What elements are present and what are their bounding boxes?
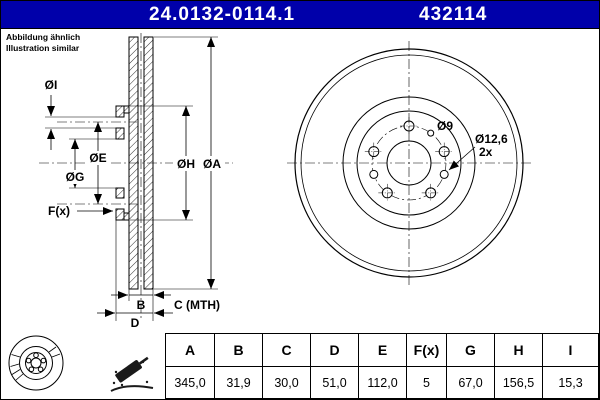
table-value-a: 345,0	[166, 366, 214, 398]
brake-disc-icon	[8, 335, 64, 391]
header-bar: 24.0132-0114.1 432114	[1, 1, 599, 29]
dim-label-d: D	[131, 316, 140, 330]
dim-label-b: B	[137, 298, 146, 312]
table-value-d: 51,0	[310, 366, 358, 398]
table-value-h: 156,5	[494, 366, 542, 398]
table-header-i: I	[542, 334, 598, 366]
table-value-g: 67,0	[446, 366, 494, 398]
dim-label-c: C (MTH)	[174, 298, 220, 312]
dim-label-i: ØI	[45, 78, 58, 92]
section-dim-labels: ØI ØG ØE ØH ØA F(x) B C (MTH) D	[45, 78, 225, 330]
dim-label-f: F(x)	[48, 204, 70, 218]
label-dia-12-6: Ø12,6	[475, 132, 508, 146]
table-value-c: 30,0	[262, 366, 310, 398]
label-dia-9: Ø9	[437, 119, 453, 133]
table-header-a: A	[184, 342, 196, 358]
leader-12-6	[448, 146, 476, 171]
table-header-h: H	[494, 334, 542, 366]
reference-number: 432114	[419, 3, 488, 25]
dim-label-h: ØH	[177, 157, 195, 171]
note-line-en: Illustration similar	[6, 42, 80, 53]
hole-12-6mm-left	[369, 169, 379, 179]
dim-label-g: ØG	[66, 170, 85, 184]
hole-12-6mm-right	[439, 169, 449, 179]
front-view	[287, 41, 531, 285]
table-header-b: B	[214, 334, 262, 366]
paint-roller-icon	[110, 356, 154, 392]
dim-label-e: ØE	[89, 151, 106, 165]
table-value-b: 31,9	[214, 366, 262, 398]
hole-9mm	[427, 129, 435, 137]
table-header-g: G	[446, 334, 494, 366]
part-number: 24.0132-0114.1	[149, 3, 296, 25]
dim-label-a: ØA	[203, 157, 221, 171]
front-centerlines	[287, 41, 531, 285]
table-value-e: 112,0	[358, 366, 406, 398]
table-header-d: D	[310, 334, 358, 366]
table-value-f: 5	[406, 366, 446, 398]
table-header-e: E	[358, 334, 406, 366]
illustration-note: Abbildung ähnlich Illustration similar	[6, 32, 80, 53]
front-view-labels: Ø9 Ø12,6 2x	[437, 119, 508, 159]
technical-drawing: ØI ØG ØE ØH ØA F(x) B C (MTH) D	[39, 33, 531, 330]
note-line-de: Abbildung ähnlich	[6, 32, 81, 42]
coating-icon	[110, 356, 154, 392]
table-header-f: F(x)	[406, 334, 446, 366]
table-value-i: 15,3	[542, 366, 598, 398]
label-2x: 2x	[479, 145, 493, 159]
dimension-table: A B C D E F(x) G H I 345,0 31,9 30,0 51,…	[165, 333, 599, 399]
table-header-c: C	[262, 334, 310, 366]
